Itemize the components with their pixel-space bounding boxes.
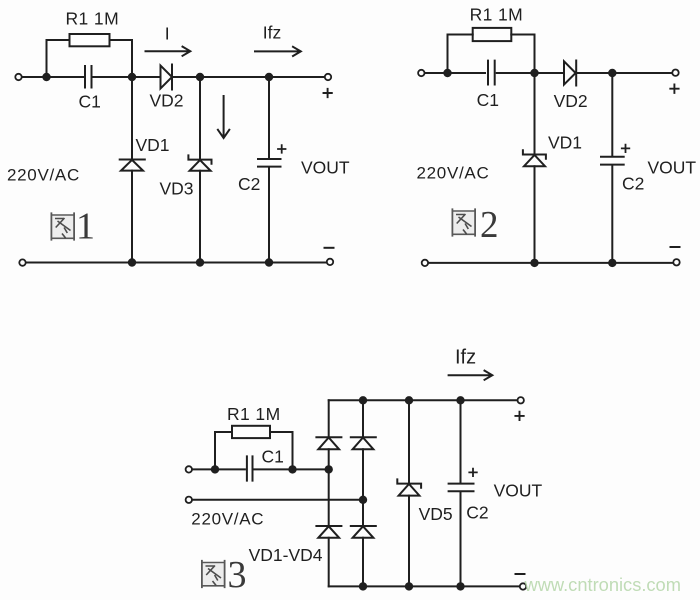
svg-text:VD1: VD1 [136, 135, 170, 155]
svg-text:R1 1M: R1 1M [227, 404, 281, 424]
svg-text:C2: C2 [238, 174, 260, 194]
svg-text:Ifz: Ifz [263, 23, 281, 43]
svg-text:R1 1M: R1 1M [470, 4, 524, 24]
svg-text:C1: C1 [79, 92, 101, 112]
svg-text:VOUT: VOUT [648, 158, 697, 178]
svg-text:C1: C1 [477, 90, 499, 110]
svg-text:www.cntronics.com: www.cntronics.com [524, 574, 681, 595]
svg-text:VD5: VD5 [419, 504, 453, 524]
svg-text:Ifz: Ifz [455, 347, 476, 369]
svg-text:220V/AC: 220V/AC [7, 165, 80, 184]
svg-text:C2: C2 [622, 174, 644, 194]
svg-text:3: 3 [228, 554, 247, 596]
svg-text:VD1-VD4: VD1-VD4 [249, 545, 323, 565]
svg-text:VD3: VD3 [160, 178, 194, 198]
svg-text:C1: C1 [262, 447, 284, 467]
svg-text:VD2: VD2 [554, 91, 588, 111]
svg-text:VOUT: VOUT [494, 481, 543, 501]
svg-text:2: 2 [480, 204, 499, 246]
svg-text:R1 1M: R1 1M [66, 9, 120, 29]
svg-text:VOUT: VOUT [301, 158, 350, 178]
svg-text:220V/AC: 220V/AC [191, 510, 264, 529]
svg-text:VD2: VD2 [150, 91, 184, 111]
svg-text:C2: C2 [466, 502, 488, 522]
svg-text:1: 1 [76, 206, 95, 248]
svg-text:VD1: VD1 [548, 133, 582, 153]
svg-text:220V/AC: 220V/AC [417, 164, 490, 183]
svg-text:I: I [165, 24, 170, 44]
